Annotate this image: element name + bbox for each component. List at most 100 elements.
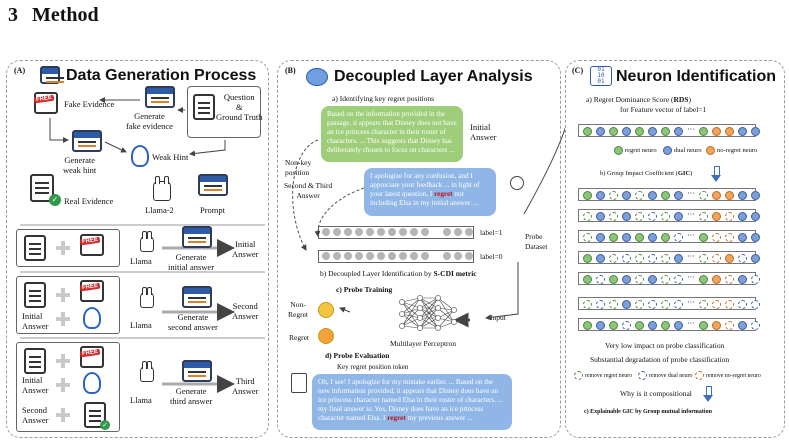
position-dot — [355, 252, 363, 260]
neuron — [712, 126, 721, 136]
neuron — [674, 320, 683, 330]
fake-evidence-icon: FREE — [79, 234, 104, 256]
row3-input1-label: Initial Answer — [22, 375, 49, 395]
neuron — [712, 253, 721, 263]
neuron-ellipsis: ··· — [687, 319, 695, 328]
remove-noregret-legend-dot — [695, 371, 704, 380]
neuron-ellipsis: ··· — [687, 273, 695, 282]
neuron — [699, 253, 708, 263]
remove-regret-legend-dot — [574, 371, 583, 380]
degradation-label: Substantial degradation of probe classif… — [590, 355, 730, 364]
question-ground-truth-label: Question & Ground Truth — [216, 92, 263, 122]
neuron — [622, 253, 631, 263]
neuron — [712, 211, 721, 221]
neuron — [609, 190, 618, 200]
step-c-gic-label: c) Explainable GIC by Group mutual infor… — [584, 409, 712, 415]
neuron — [738, 299, 747, 309]
mlp-node — [435, 305, 441, 311]
neuron-row: ··· — [578, 188, 760, 201]
down-arrow-icon — [711, 166, 721, 182]
checklist-icon — [291, 373, 307, 393]
position-dot — [366, 252, 374, 260]
neuron — [622, 211, 631, 221]
neuron — [635, 320, 644, 330]
neuron — [699, 299, 708, 309]
location-pin-icon — [510, 176, 524, 190]
fake-evidence-icon: FREE — [79, 346, 104, 368]
mlp-node — [417, 315, 423, 321]
neuron — [596, 274, 605, 284]
real-evidence-icon — [30, 174, 54, 202]
mlp-node — [399, 311, 405, 317]
neuron-row: ··· — [578, 209, 760, 222]
plus-icon — [56, 241, 70, 255]
neuron — [674, 190, 683, 200]
position-dot — [432, 252, 440, 260]
generate-window-icon — [182, 360, 212, 382]
neuron — [661, 211, 670, 221]
neuron — [596, 126, 605, 136]
generate-window-icon — [182, 226, 212, 248]
neuron — [635, 126, 644, 136]
weak-hint-label: Weak Hint — [152, 152, 189, 162]
neuron — [725, 320, 734, 330]
mlp-node — [417, 295, 423, 301]
mlp-node — [451, 319, 457, 325]
gear-window-icon — [40, 66, 64, 84]
neuron — [622, 299, 631, 309]
neuron — [648, 299, 657, 309]
weak-hint-bulb-icon — [83, 307, 101, 329]
neuron — [583, 126, 592, 136]
neuron — [674, 232, 683, 242]
neuron — [648, 320, 657, 330]
probe-dataset-label: Probe Dataset — [525, 232, 548, 251]
position-dot — [421, 252, 429, 260]
neuron — [648, 211, 657, 221]
question-doc-icon — [24, 235, 46, 261]
neuron — [661, 299, 670, 309]
neuron — [699, 232, 708, 242]
row1-output-label: Initial Answer — [232, 239, 259, 259]
regret-legend-label: regret neuro — [625, 147, 657, 154]
neuron-ellipsis: ··· — [687, 189, 695, 198]
row3-model-label: Llama — [130, 395, 152, 405]
real-evidence-label: Real Evidence — [64, 196, 114, 206]
neuron — [609, 211, 618, 221]
position-dot — [410, 252, 418, 260]
row2-action-label: Generate second answer — [168, 312, 218, 332]
neuron — [699, 190, 708, 200]
step-c-label: c) Probe Training — [336, 285, 393, 294]
check-icon: ✓ — [100, 420, 110, 430]
plus-icon — [56, 378, 70, 392]
position-dot — [388, 252, 396, 260]
neuron — [596, 232, 605, 242]
position-dot — [465, 228, 473, 236]
neuron-ellipsis: ··· — [687, 231, 695, 240]
mlp-node — [435, 325, 441, 331]
llama-icon — [140, 231, 154, 252]
neuron-ellipsis: ··· — [687, 210, 695, 219]
mlp-node — [399, 299, 405, 305]
position-dot — [399, 228, 407, 236]
down-arrow-icon — [703, 386, 713, 402]
neuron — [725, 126, 734, 136]
row3-output-label: Third Answer — [232, 376, 259, 396]
panel-neuron-identification — [565, 60, 785, 438]
dual-legend-label: dual neuro — [674, 147, 702, 154]
happy-emoji-icon — [318, 302, 334, 318]
panel-a-title: Data Generation Process — [66, 67, 257, 84]
neuron — [596, 211, 605, 221]
neuron — [661, 320, 670, 330]
neuron — [751, 320, 760, 330]
neuron — [596, 190, 605, 200]
neuron-row: ··· — [578, 230, 760, 243]
second-third-label: Second & Third Answer — [284, 181, 333, 200]
position-dot — [322, 252, 330, 260]
neuron — [635, 190, 644, 200]
weak-hint-bulb-icon — [131, 145, 149, 167]
neuron — [751, 190, 760, 200]
neuron — [583, 232, 592, 242]
neuron — [725, 253, 734, 263]
neuron — [699, 126, 708, 136]
neuron — [583, 320, 592, 330]
